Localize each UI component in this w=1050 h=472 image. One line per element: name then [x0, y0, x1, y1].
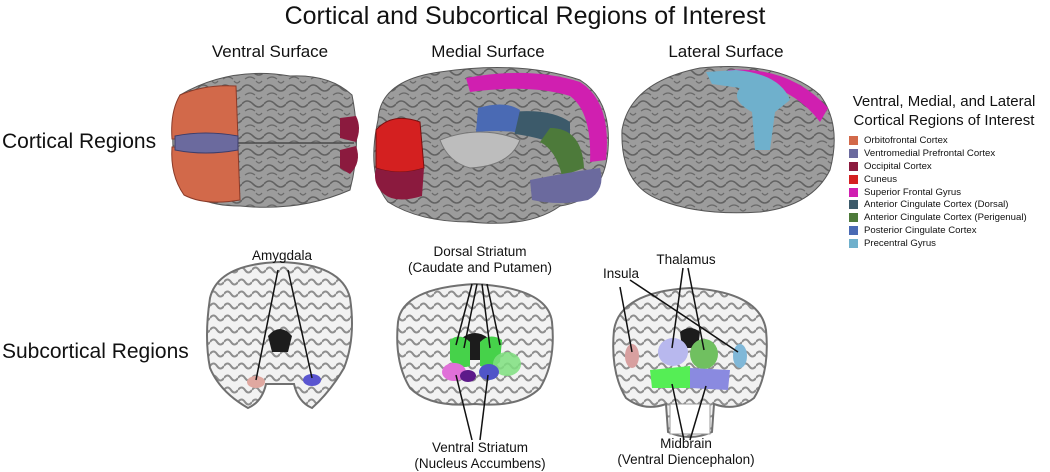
- thalamus-label: Thalamus: [656, 252, 716, 267]
- legend-item: Ventromedial Prefrontal Cortex: [849, 147, 1027, 160]
- cortical-regions-label: Cortical Regions: [2, 130, 157, 153]
- coronal-slice-thalamus: [612, 286, 768, 438]
- legend-item: Superior Frontal Gyrus: [849, 186, 1027, 199]
- medial-surface-brain: [373, 67, 609, 224]
- ventral-surface-brain: [171, 72, 359, 208]
- dorsal-striatum-name: Dorsal Striatum: [433, 244, 527, 259]
- ventral-striatum-subtitle: (Nucleus Accumbens): [414, 456, 546, 471]
- legend-swatch: [849, 200, 858, 210]
- midbrain-subtitle: (Ventral Diencephalon): [617, 452, 755, 467]
- legend-label: Anterior Cingulate Cortex (Dorsal): [864, 199, 1009, 211]
- legend-item: Occipital Cortex: [849, 160, 1027, 173]
- legend-label: Anterior Cingulate Cortex (Perigenual): [864, 212, 1027, 224]
- midbrain-left-region: [650, 366, 692, 388]
- medial-surface-label: Medial Surface: [431, 42, 545, 61]
- legend-item: Posterior Cingulate Cortex: [849, 224, 1027, 237]
- midbrain-name: Midbrain: [660, 436, 712, 451]
- legend-label: Occipital Cortex: [864, 160, 932, 172]
- caudate-left-region: [450, 336, 470, 368]
- medial-superior-frontal-region: [466, 72, 607, 162]
- medial-pgacc-region: [540, 128, 584, 176]
- insula-label: Insula: [602, 266, 640, 281]
- medial-cuneus-region: [375, 117, 425, 173]
- subcortical-regions-label: Subcortical Regions: [2, 340, 189, 363]
- ventral-striatum-label: Ventral Striatum (Nucleus Accumbens): [400, 440, 560, 472]
- legend-label: Posterior Cingulate Cortex: [864, 225, 977, 237]
- medial-vmpfc-region: [530, 168, 602, 203]
- legend-label: Precentral Gyrus: [864, 238, 936, 250]
- midbrain-right-region: [690, 368, 730, 390]
- amygdala-label: Amygdala: [251, 248, 313, 263]
- legend-swatch: [849, 148, 858, 158]
- legend-label: Superior Frontal Gyrus: [864, 186, 962, 198]
- legend-swatch: [849, 213, 858, 223]
- legend-swatch: [849, 161, 858, 171]
- ventral-striatum-name: Ventral Striatum: [431, 440, 529, 455]
- legend-item: Precentral Gyrus: [849, 237, 1027, 250]
- accumbens-left-region: [442, 363, 466, 381]
- coronal-slice-striatum: [396, 282, 554, 406]
- legend-swatch: [849, 135, 858, 145]
- ventral-occipital-region: [340, 116, 359, 142]
- legend-title: Ventral, Medial, and Lateral Cortical Re…: [838, 92, 1050, 130]
- midbrain-label: Midbrain (Ventral Diencephalon): [606, 436, 766, 468]
- coronal-slice-amygdala: [206, 260, 353, 410]
- lateral-precentral-region: [706, 70, 790, 150]
- accumbens-right-region: [479, 364, 499, 380]
- lateral-surface-brain: [621, 66, 835, 214]
- amygdala-right-region: [247, 376, 265, 388]
- insula-right-region: [733, 344, 747, 368]
- legend-item: Anterior Cingulate Cortex (Perigenual): [849, 211, 1027, 224]
- legend-swatch: [849, 187, 858, 197]
- pointer-lines: [255, 267, 739, 441]
- legend: Orbitofrontal Cortex Ventromedial Prefro…: [849, 134, 1027, 250]
- legend-swatch: [849, 174, 858, 184]
- ventral-vmpfc-region: [174, 132, 239, 154]
- figure-title: Cortical and Subcortical Regions of Inte…: [284, 2, 766, 30]
- legend-title-line2: Cortical Regions of Interest: [853, 112, 1035, 129]
- legend-swatch: [849, 226, 858, 236]
- amygdala-left-region: [303, 374, 321, 386]
- medial-pcc-region: [476, 104, 520, 132]
- thalamus-right-region: [690, 339, 718, 369]
- legend-item: Cuneus: [849, 173, 1027, 186]
- thalamus-left-region: [658, 338, 688, 366]
- legend-title-line1: Ventral, Medial, and Lateral: [852, 93, 1036, 110]
- legend-label: Orbitofrontal Cortex: [864, 134, 948, 146]
- legend-label: Ventromedial Prefrontal Cortex: [864, 147, 996, 159]
- insula-left-region: [625, 344, 639, 368]
- legend-swatch: [849, 239, 858, 249]
- legend-item: Anterior Cingulate Cortex (Dorsal): [849, 198, 1027, 211]
- ventral-surface-label: Ventral Surface: [211, 42, 329, 61]
- dorsal-striatum-subtitle: (Caudate and Putamen): [407, 260, 553, 275]
- legend-item: Orbitofrontal Cortex: [849, 134, 1027, 147]
- medial-occipital-region: [375, 168, 424, 200]
- legend-label: Cuneus: [864, 173, 898, 185]
- dorsal-striatum-label: Dorsal Striatum (Caudate and Putamen): [400, 244, 560, 276]
- lateral-surface-label: Lateral Surface: [668, 42, 784, 61]
